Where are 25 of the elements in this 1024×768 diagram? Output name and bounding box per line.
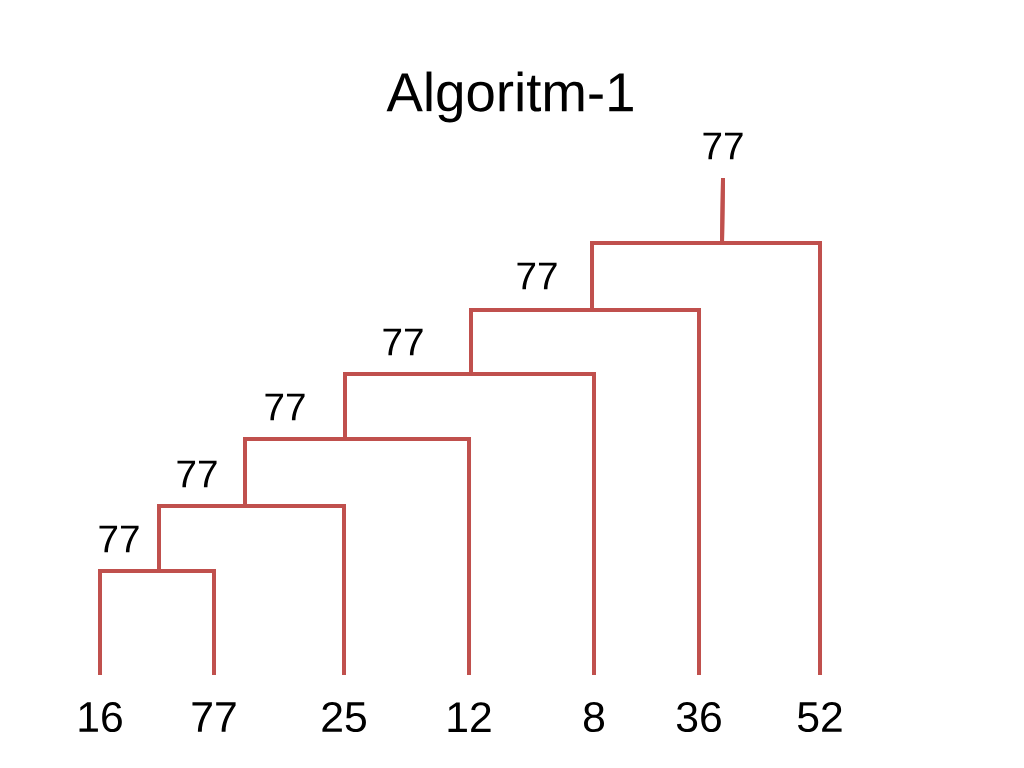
branch-line: [469, 308, 592, 374]
node-value: 77: [265, 393, 305, 421]
leaf-value: 16: [79, 701, 122, 733]
branch-line: [243, 437, 345, 506]
branch-line: [343, 372, 471, 439]
leaf-value: 12: [448, 702, 491, 732]
branch-line: [159, 569, 216, 675]
branch-line: [592, 308, 701, 675]
node-value: 77: [99, 525, 139, 553]
leaf-value: 77: [192, 702, 236, 732]
node-value: 77: [383, 328, 423, 356]
branch-line: [98, 569, 159, 675]
leaf-value: 52: [798, 701, 842, 733]
branch-line: [245, 504, 346, 675]
node-value: 77: [703, 132, 743, 160]
leaf-value: 25: [322, 701, 366, 733]
node-value: 77: [177, 460, 217, 488]
title: Algoritm-1: [386, 71, 633, 123]
leaf-value: 36: [676, 701, 721, 733]
branch-line: [345, 437, 471, 675]
leaf-value: 8: [584, 701, 604, 733]
branch-line: [471, 372, 596, 675]
branch-line: [157, 504, 245, 571]
node-value: 77: [517, 262, 557, 290]
branch-line: [719, 177, 822, 675]
